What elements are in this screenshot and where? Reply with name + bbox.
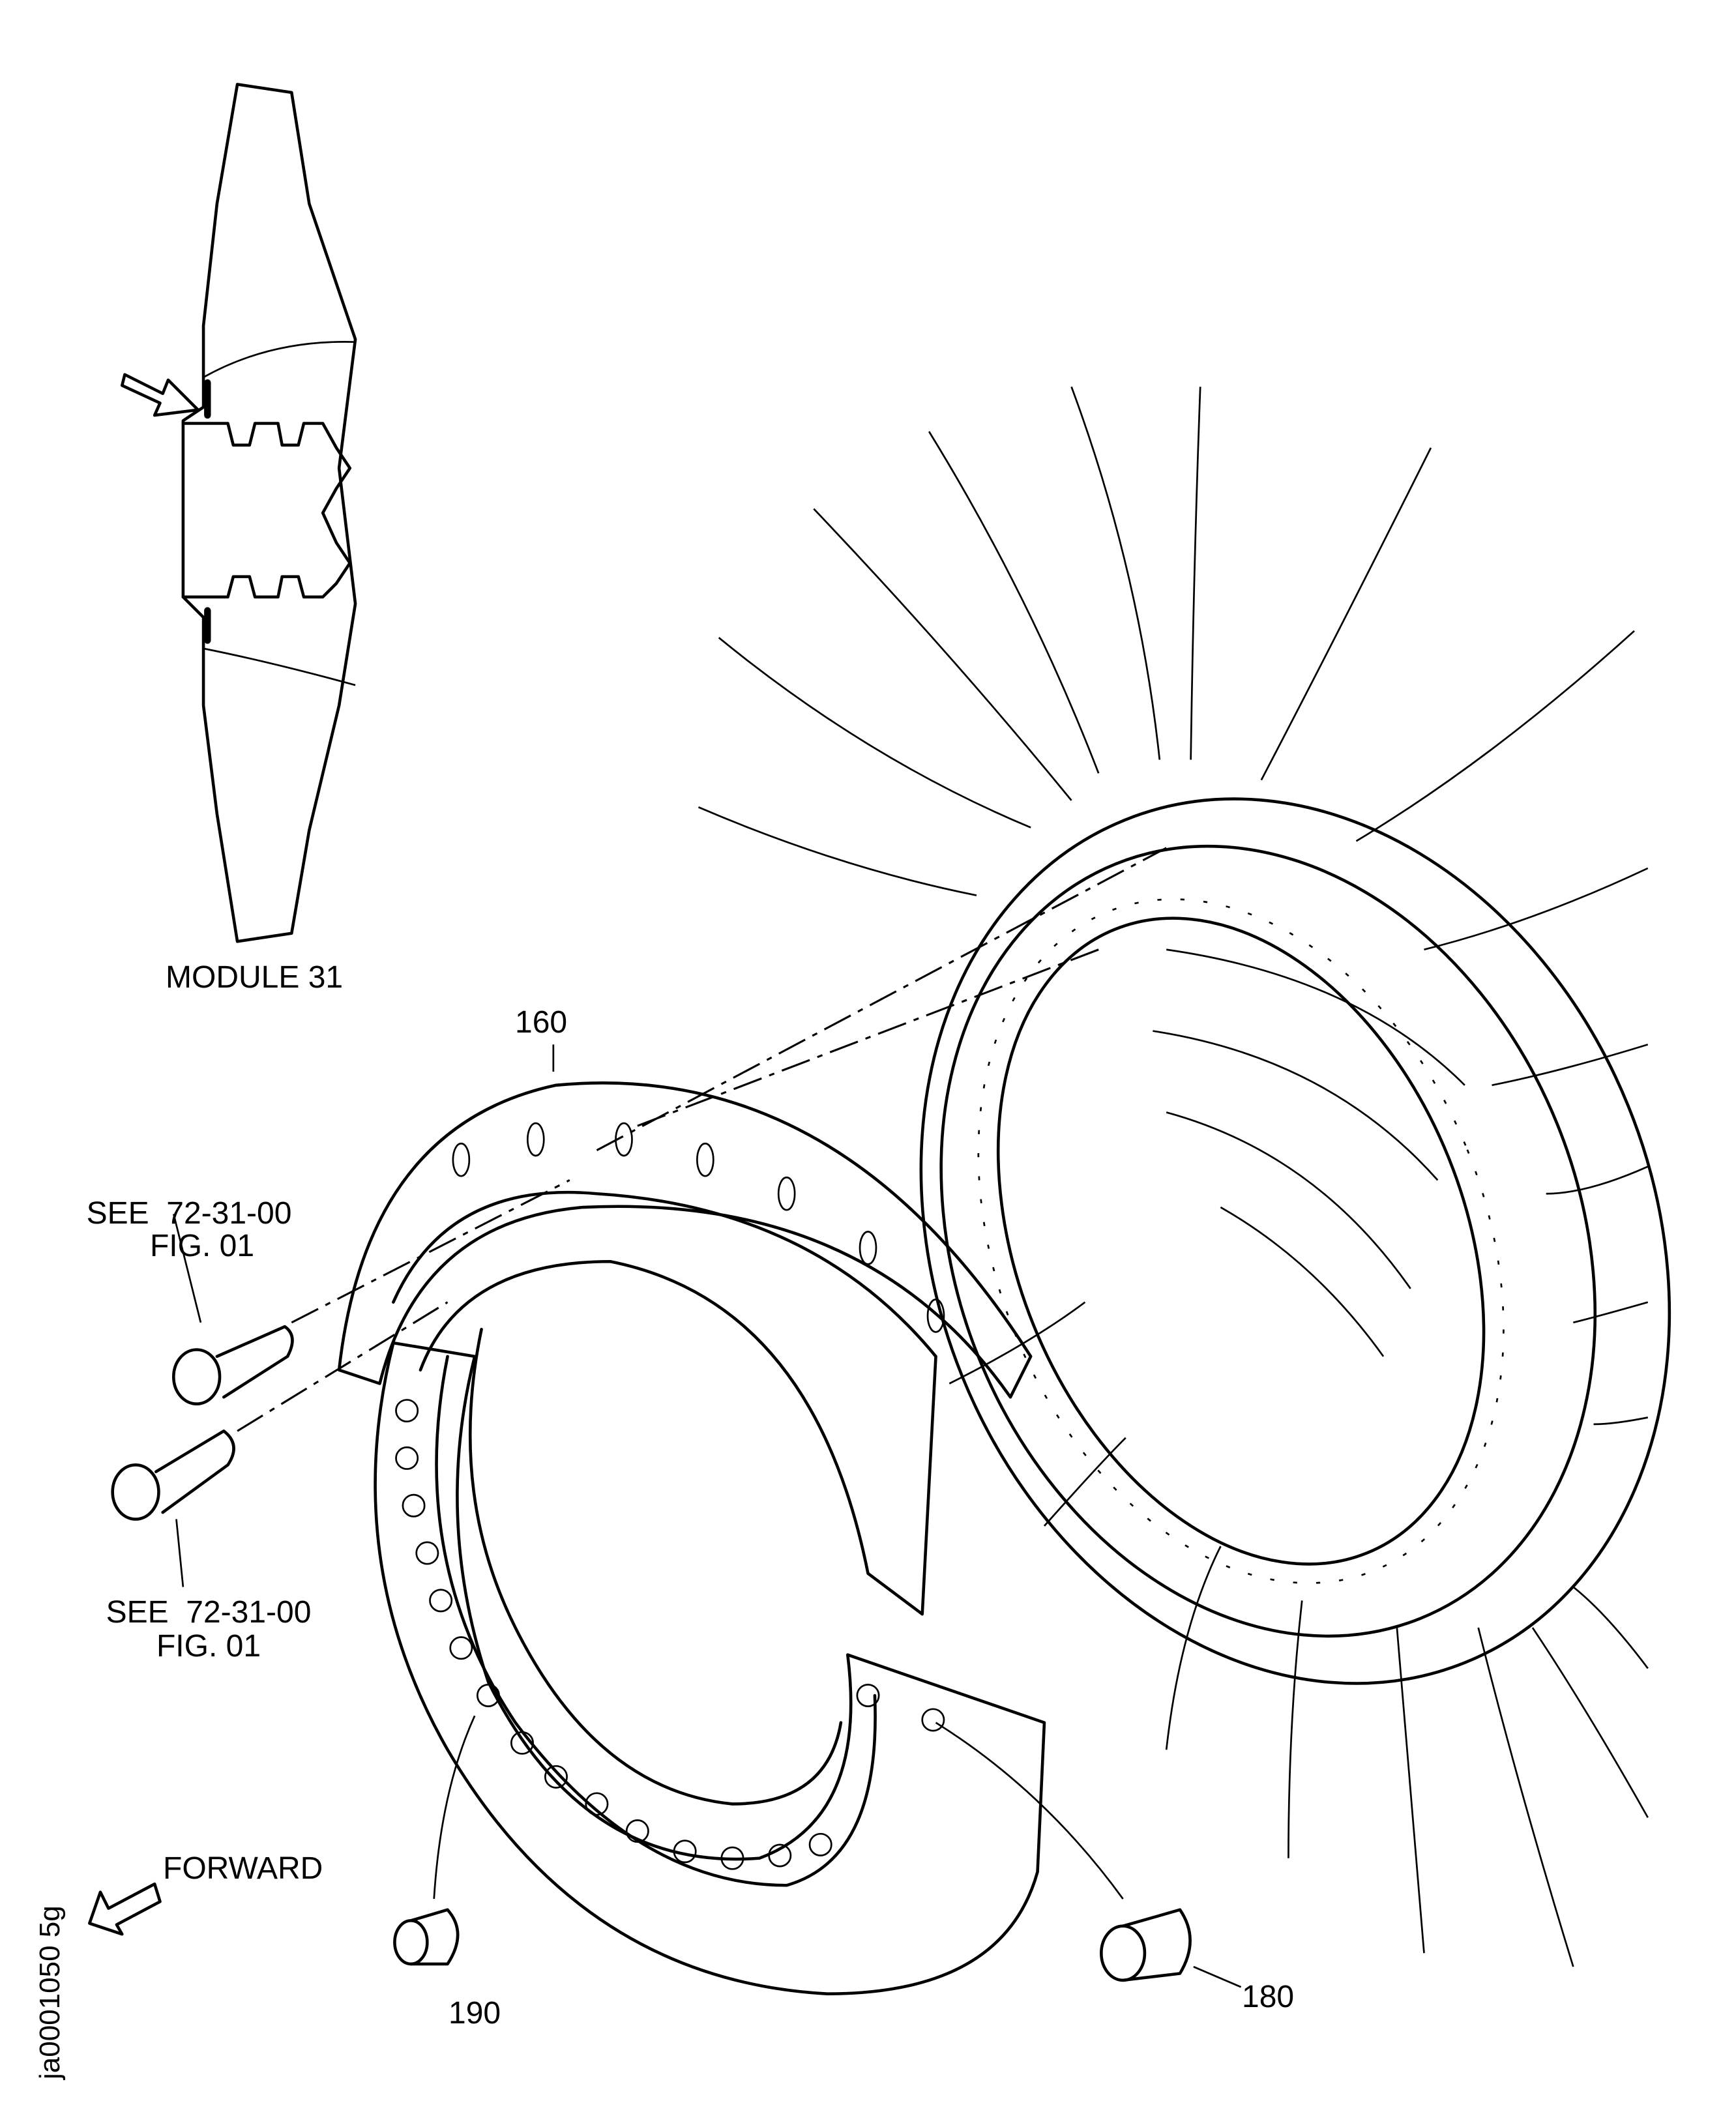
forward-label: FORWARD: [163, 1851, 323, 1886]
part-160-ring: [337, 1081, 1033, 1616]
reference-line2: FIG. 01: [156, 1629, 261, 1664]
reference-line1: SEE 72-31-00: [86, 1196, 292, 1231]
forward-arrow-icon: [88, 1882, 162, 1936]
bolt-lower: [111, 1430, 235, 1521]
callout-160: 160: [515, 1005, 568, 1040]
figure-id: ja0001050 5g: [34, 1905, 66, 2079]
callout-190: 190: [449, 1996, 501, 2031]
reference-line2: FIG. 01: [149, 1229, 255, 1263]
retaining-ring-assembly: [374, 1327, 1046, 1995]
reference-note-upper: SEE 72-31-00 FIG. 01: [72, 1198, 306, 1262]
callout-180: 180: [1242, 1980, 1295, 2014]
part-180-nut: [1100, 1908, 1192, 1982]
part-190-bushing: [393, 1908, 460, 1966]
fan-disk-ring: [919, 797, 1671, 1685]
inset-arrow-icon: [120, 373, 200, 417]
fan-blades: [698, 386, 1649, 1967]
bolt-upper: [172, 1325, 294, 1405]
reference-line1: SEE 72-31-00: [106, 1595, 312, 1630]
module-label: MODULE 31: [166, 960, 344, 995]
reference-note-lower: SEE 72-31-00 FIG. 01: [91, 1597, 326, 1662]
module-inset-drawing: [120, 83, 357, 943]
